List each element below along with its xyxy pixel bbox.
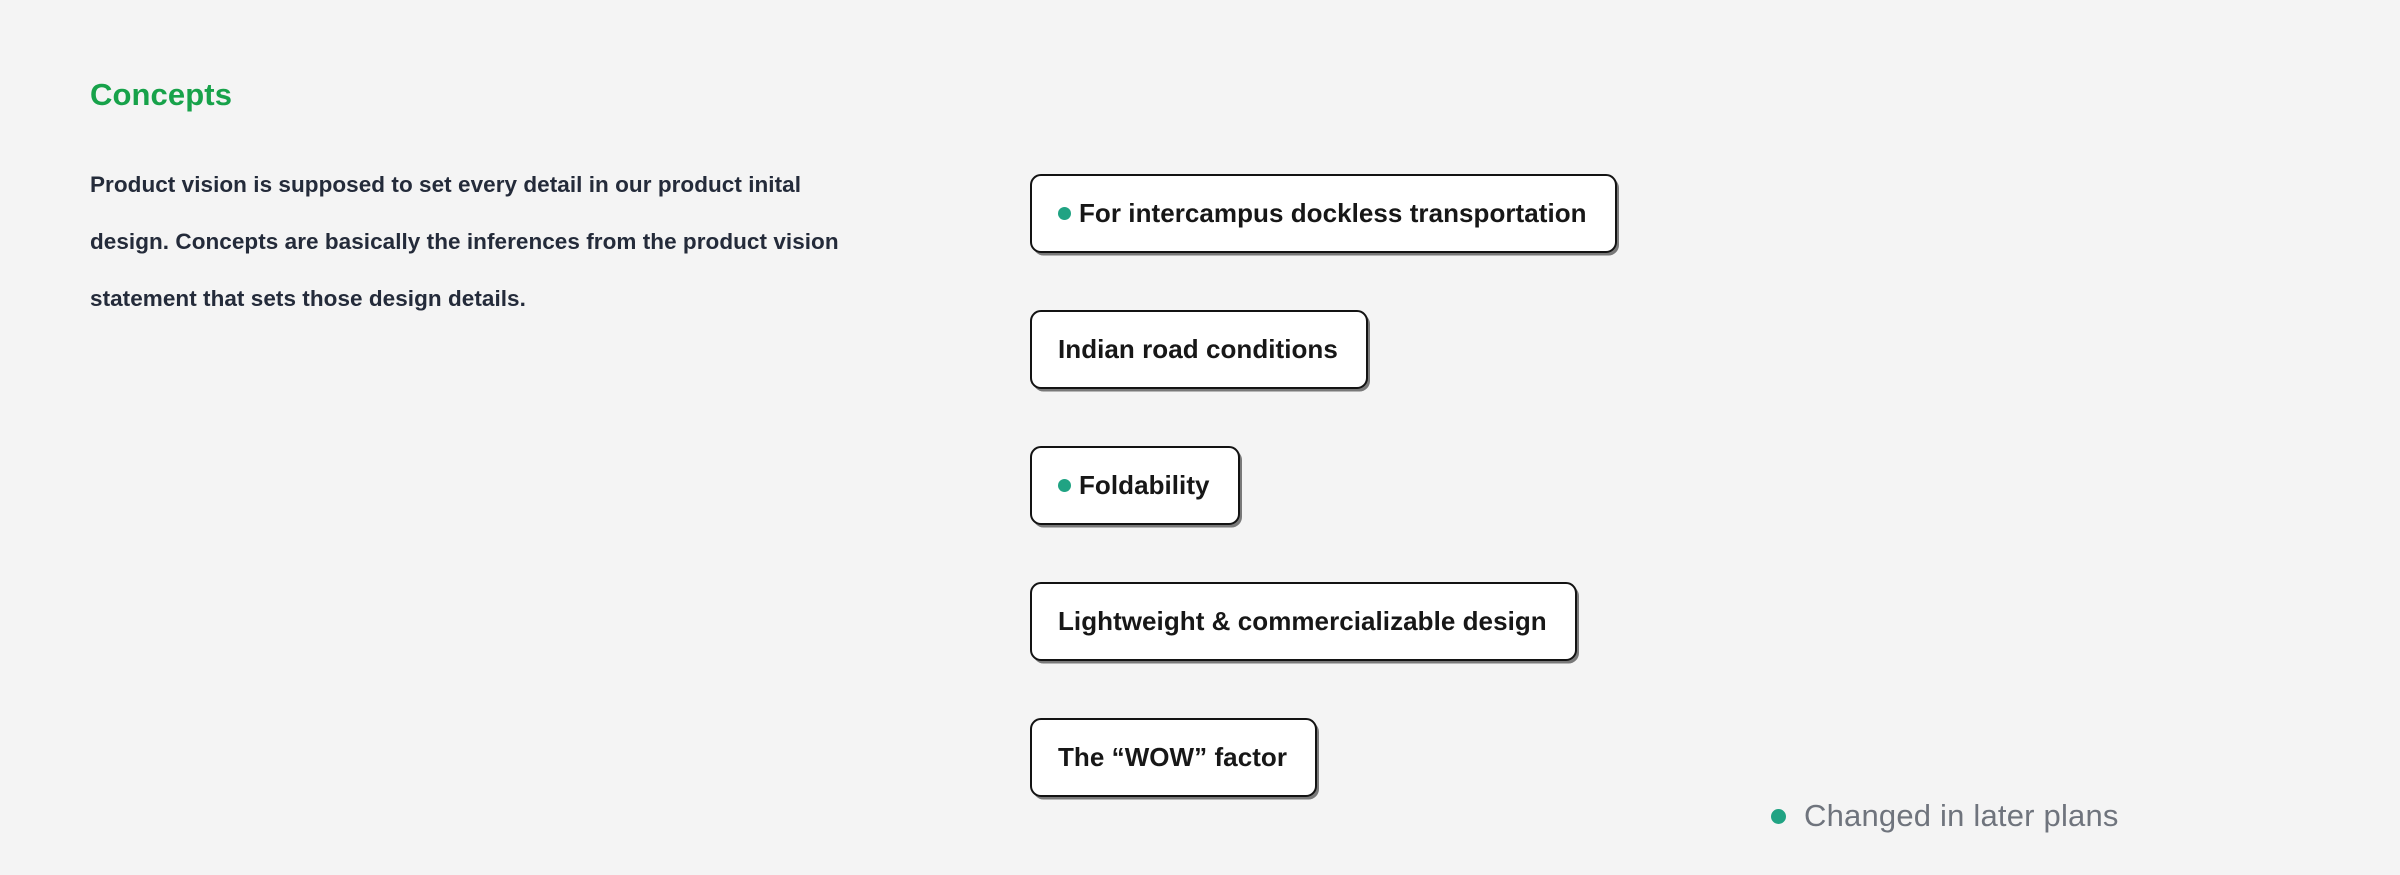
section-description: Product vision is supposed to set every … [90, 172, 839, 312]
legend-dot-icon [1771, 808, 1786, 824]
page-title: Concepts [90, 77, 233, 112]
legend: Changed in later plans [1771, 798, 2119, 834]
concept-card-label: The “WOW” factor [1058, 742, 1288, 772]
concept-card-label: For intercampus dockless transportation [1079, 198, 1587, 228]
concept-card-list: For intercampus dockless transportation … [1030, 174, 1617, 797]
concept-card-label: Lightweight & commercializable design [1058, 606, 1547, 636]
changed-marker-icon [1058, 207, 1071, 220]
concepts-text-column: Concepts Product vision is supposed to s… [90, 77, 890, 327]
concept-card[interactable]: Lightweight & commercializable design [1030, 582, 1577, 661]
concept-card[interactable]: For intercampus dockless transportation [1030, 174, 1617, 253]
legend-label: Changed in later plans [1804, 798, 2119, 833]
concept-card-label: Foldability [1079, 470, 1210, 500]
concept-card[interactable]: Indian road conditions [1030, 310, 1368, 389]
concept-card[interactable]: The “WOW” factor [1030, 718, 1318, 797]
concept-card-label: Indian road conditions [1058, 334, 1338, 364]
concept-card[interactable]: Foldability [1030, 446, 1240, 525]
changed-marker-icon [1058, 479, 1071, 492]
